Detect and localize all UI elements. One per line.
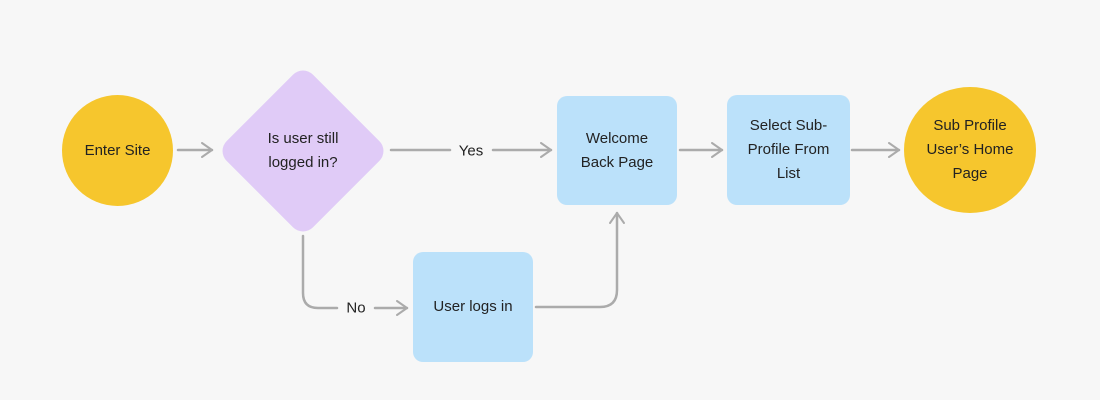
node-decision-diamond[interactable]: Is user still logged in?: [216, 64, 390, 238]
node-decision-label: Is user still logged in?: [267, 130, 339, 171]
node-welcome-back-page[interactable]: Welcome Back Page: [557, 96, 677, 205]
edge-label-yes: Yes: [458, 142, 484, 160]
node-select-subprofile-label: Select Sub-Profile From List: [747, 117, 830, 182]
node-decision-inner: Is user still logged in?: [242, 90, 364, 212]
node-enter-site-label: Enter Site: [84, 141, 151, 159]
node-subprofile-home-page[interactable]: Sub Profile User’s Home Page: [904, 87, 1036, 213]
edge-decision-no-segment: [301, 234, 339, 310]
node-home-page-label: Sub Profile User’s Home Page: [926, 117, 1014, 182]
node-enter-site[interactable]: Enter Site: [62, 95, 173, 206]
node-select-subprofile[interactable]: Select Sub-Profile From List: [727, 95, 850, 205]
node-user-logs-in[interactable]: User logs in: [413, 252, 533, 362]
edge-label-no: No: [346, 299, 366, 317]
edge-login-to-welcome: [534, 211, 625, 309]
node-welcome-back-label: Welcome Back Page: [580, 129, 654, 171]
node-user-logs-in-label: User logs in: [433, 298, 513, 315]
